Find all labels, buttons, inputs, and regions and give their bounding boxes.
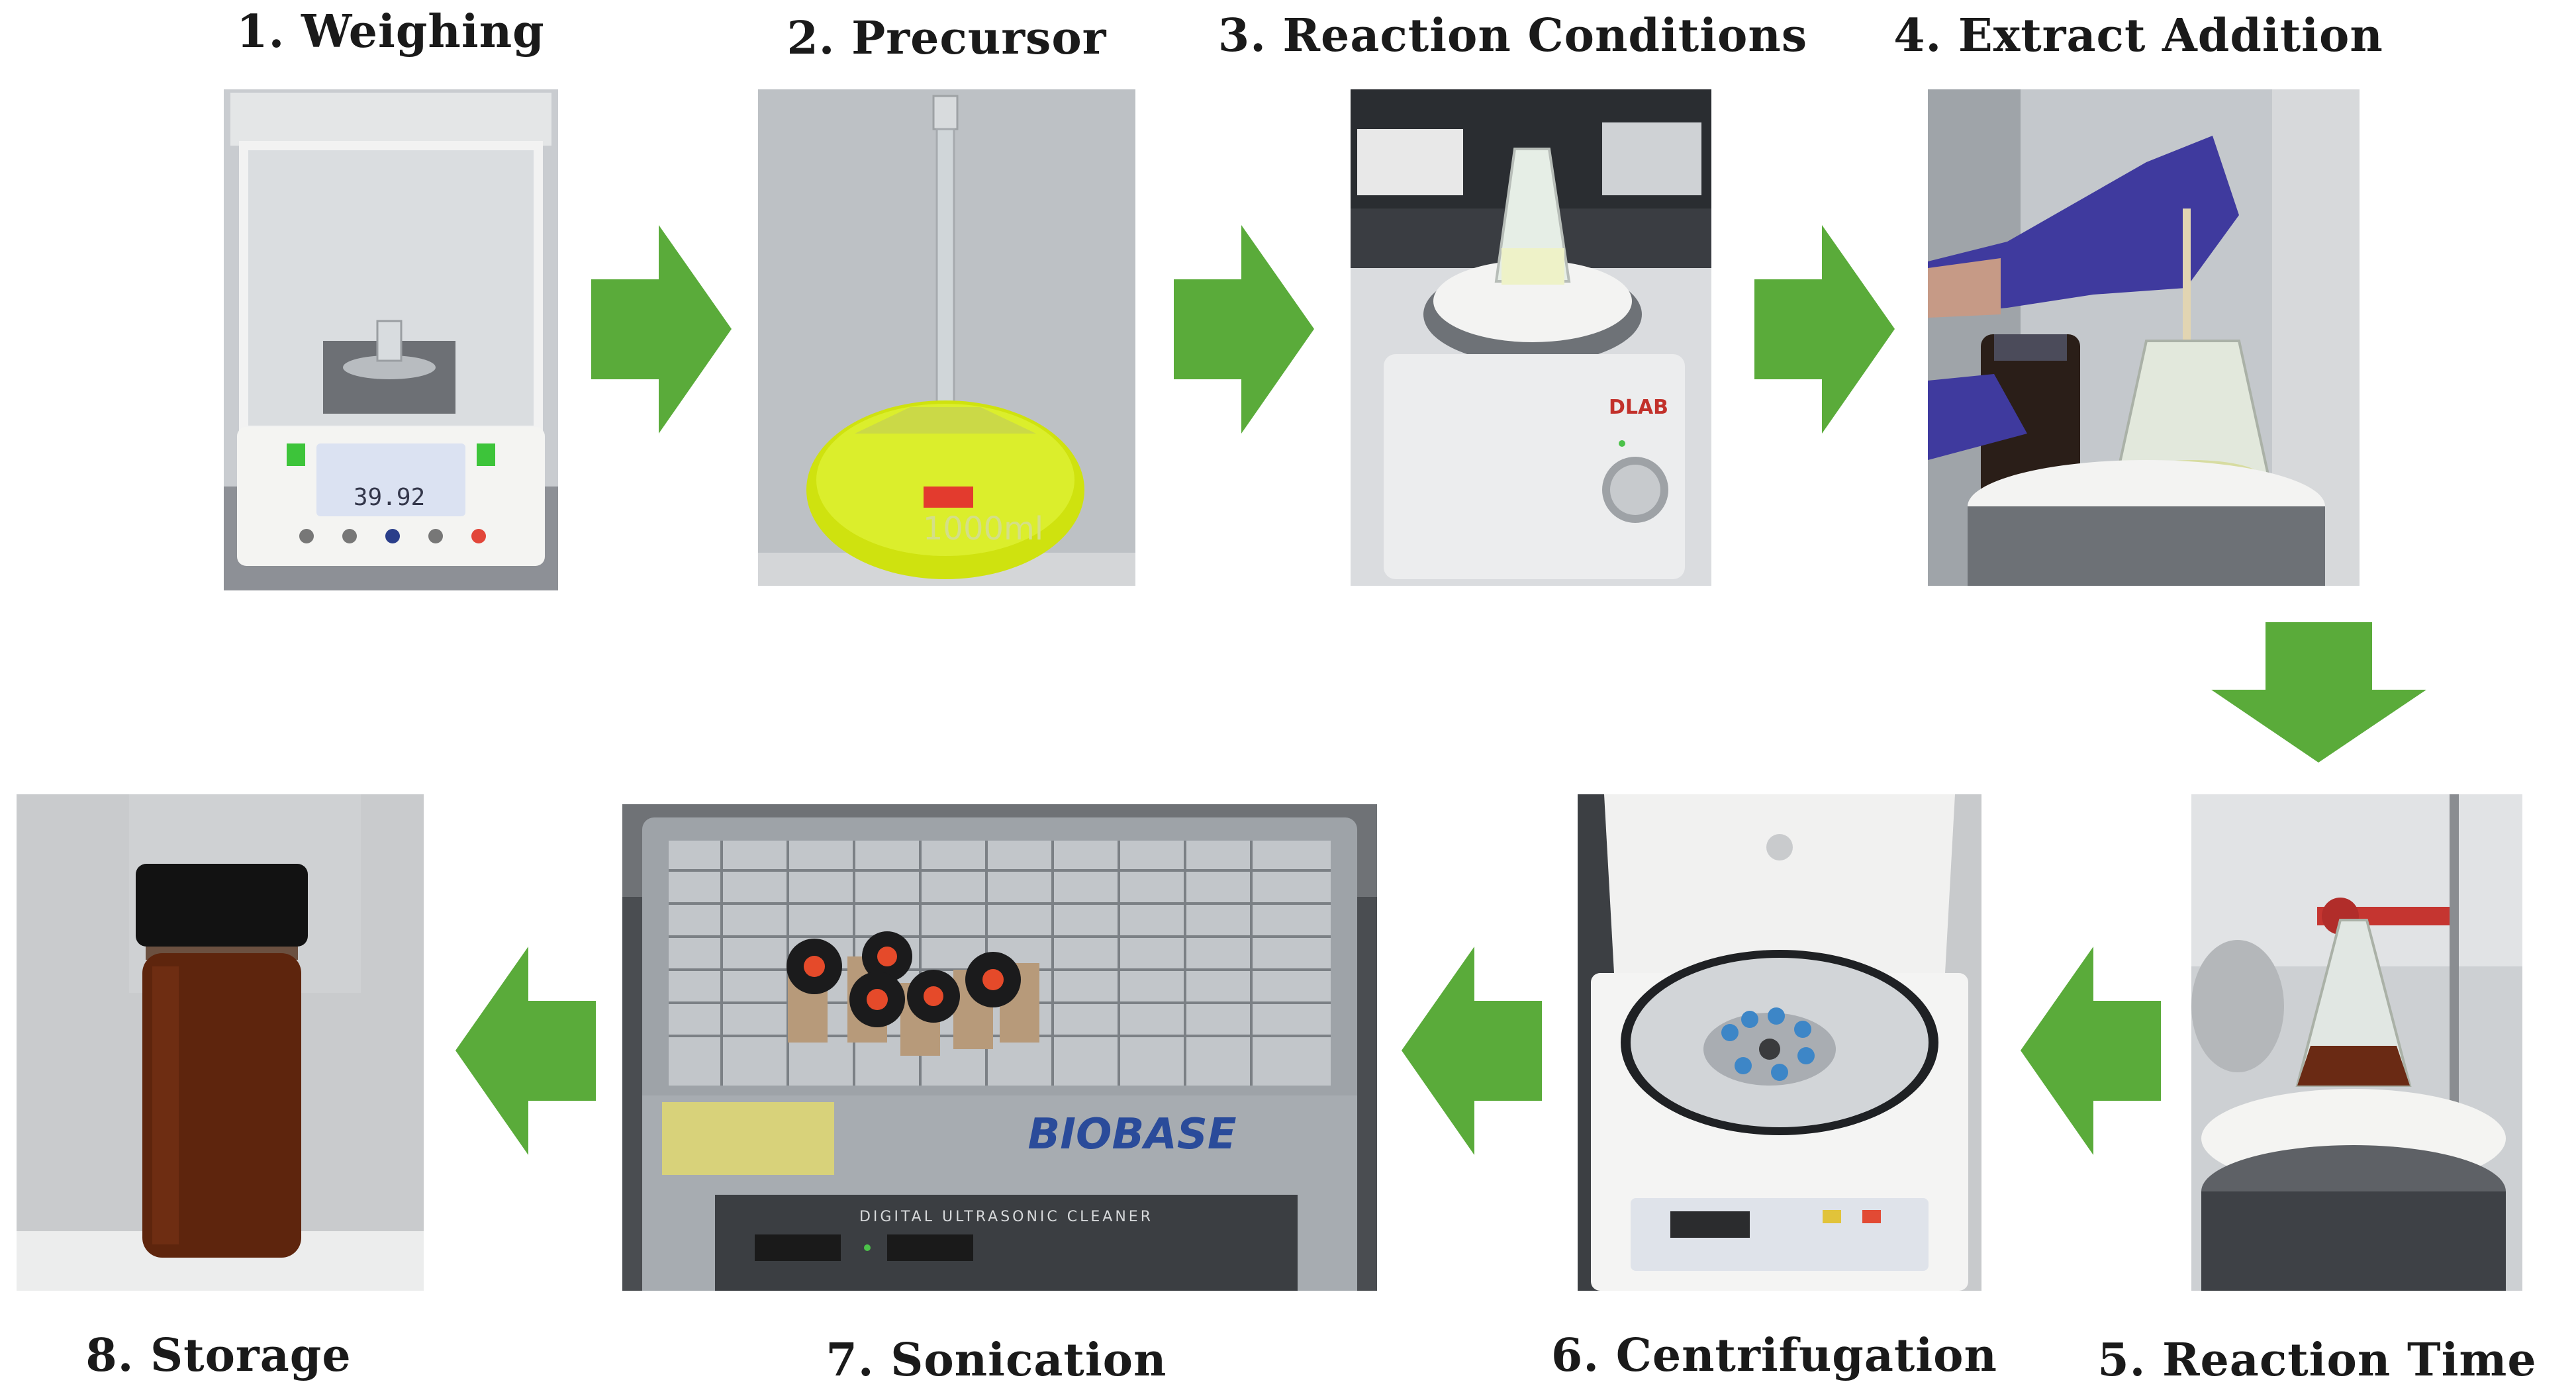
arrow-left-icon — [1402, 947, 1542, 1155]
step-3-label: 3. Reaction Conditions — [1217, 9, 1808, 62]
storage-vial-photo — [17, 794, 424, 1291]
hotplate-stirrer-photo: DLAB — [1351, 89, 1711, 586]
centrifuge-photo — [1578, 794, 1981, 1291]
flask-on-stirrer-photo — [2191, 794, 2522, 1291]
arrow-right-icon — [1754, 225, 1895, 434]
balance-display-text: 39.92 — [354, 484, 425, 511]
step-6-label: 6. Centrifugation — [1551, 1329, 1997, 1382]
analytical-balance-photo: 39.92 — [224, 89, 558, 590]
step-2-label: 2. Precursor — [787, 12, 1107, 65]
arrow-left-icon — [455, 947, 596, 1155]
arrow-down-icon — [2211, 622, 2426, 763]
step-5-label: 5. Reaction Time — [2097, 1334, 2537, 1387]
cleaner-panel-text: DIGITAL ULTRASONIC CLEANER — [859, 1209, 1153, 1225]
flask-marking-text: 1000ml — [923, 510, 1043, 547]
step-1-label: 1. Weighing — [236, 5, 545, 58]
cleaner-brand-text: BIOBASE — [1027, 1110, 1236, 1159]
step-7-label: 7. Sonication — [826, 1334, 1167, 1387]
arrow-right-icon — [591, 225, 732, 434]
step-4-label: 4. Extract Addition — [1893, 9, 2383, 62]
pipette-addition-photo — [1928, 89, 2360, 586]
volumetric-flask-photo: 1000ml — [758, 89, 1135, 586]
stirrer-brand-text: DLAB — [1609, 396, 1668, 419]
arrow-right-icon — [1174, 225, 1314, 434]
arrow-left-icon — [2021, 947, 2161, 1155]
ultrasonic-cleaner-photo: BIOBASE DIGITAL ULTRASONIC CLEANER — [622, 804, 1377, 1291]
step-8-label: 8. Storage — [85, 1329, 352, 1382]
